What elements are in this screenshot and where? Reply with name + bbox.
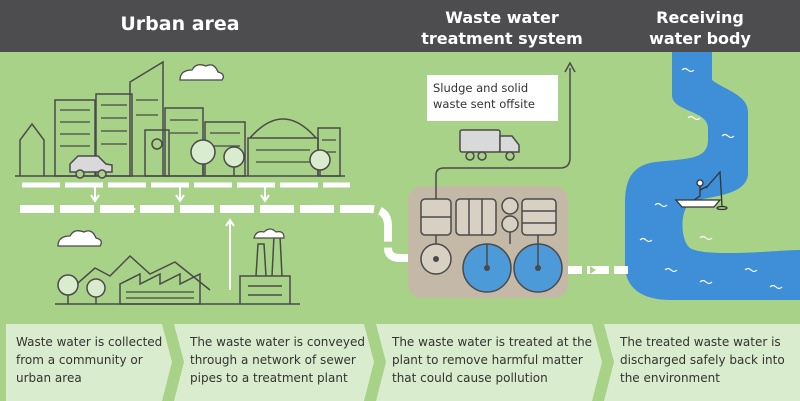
cloud-icon (179, 64, 224, 81)
step-discharge-line3: the environment (620, 371, 720, 385)
tree-icon (309, 149, 331, 171)
river-body (625, 52, 800, 300)
filter-tank (521, 198, 557, 236)
ripple (639, 237, 653, 243)
step-collect-line1: Waste water is collected (16, 335, 163, 349)
tree-icon (190, 139, 216, 165)
outfall-arrow (590, 266, 596, 274)
step-collect: Waste water is collected from a communit… (6, 324, 172, 401)
ripple (699, 279, 713, 285)
flow-arrows (40, 205, 406, 262)
digester-bottom (501, 215, 519, 233)
collector-drops (90, 185, 270, 290)
wwts-heading-line2: treatment system (421, 29, 583, 48)
ripple (681, 67, 695, 73)
truck-icon (459, 129, 520, 161)
rwb-heading-line2: water body (649, 29, 751, 48)
ripple (699, 235, 713, 241)
sewer-pipes (20, 182, 628, 290)
step-treat-line1: The waste water is treated at the (392, 335, 593, 349)
step-treat-line3: that could cause pollution (392, 371, 548, 385)
step-collect-line2: from a community or (16, 353, 143, 367)
sludge-label-line2: waste sent offsite (433, 97, 535, 111)
process-steps: Waste water is collected from a communit… (0, 324, 800, 401)
step-convey-line3: pipes to a treatment plant (190, 371, 348, 385)
digester-top (501, 197, 519, 215)
river (625, 52, 800, 300)
ripple (769, 284, 783, 290)
step-treat-text: The waste water is treated at the plant … (392, 333, 598, 387)
tree-icon (86, 278, 106, 298)
car-icon (69, 155, 113, 179)
city-trees (190, 139, 331, 176)
water-ripples (639, 67, 783, 290)
sludge-line (435, 68, 571, 199)
sludge-label: Sludge and solid waste sent offsite (427, 75, 558, 121)
cloud-icon (57, 230, 102, 247)
step-collect-text: Waste water is collected from a communit… (16, 333, 168, 387)
step-treat: The waste water is treated at the plant … (376, 324, 602, 401)
step-convey-text: The waste water is conveyed through a ne… (190, 333, 370, 387)
ripple (687, 115, 701, 121)
step-convey-line1: The waste water is conveyed (190, 335, 365, 349)
wwts-heading-line1: Waste water (445, 8, 559, 27)
waste-water-treatment-heading: Waste water treatment system (412, 7, 592, 49)
urban-area-heading-text: Urban area (120, 13, 240, 35)
ripple (654, 202, 668, 208)
header-bar (0, 0, 800, 52)
step-discharge-line1: The treated waste water is (620, 335, 781, 349)
tree-icon (57, 274, 79, 296)
settling-tank (455, 198, 497, 236)
treatment-plant (408, 61, 576, 298)
ripple (721, 133, 735, 139)
step-convey: The waste water is conveyed through a ne… (174, 324, 374, 401)
main-sewer-pipe (20, 205, 418, 262)
ripple (664, 267, 678, 273)
step-collect-line3: urban area (16, 371, 82, 385)
step-discharge-text: The treated waste water is discharged sa… (620, 333, 796, 387)
country-trees (57, 274, 106, 304)
fisherman-boat-icon (674, 170, 728, 211)
rwb-heading-line1: Receiving (656, 8, 744, 27)
ripple (744, 267, 758, 273)
city-buildings-icon (15, 60, 345, 177)
step-discharge: The treated waste water is discharged sa… (604, 324, 800, 401)
step-discharge-line2: discharged safely back into (620, 353, 785, 367)
sludge-label-line1: Sludge and solid (433, 81, 529, 95)
sludge-arrow (564, 61, 576, 73)
tree-icon (223, 146, 245, 168)
step-treat-line2: plant to remove harmful matter (392, 353, 583, 367)
step-convey-line2: through a network of sewer (190, 353, 356, 367)
receiving-water-body-heading: Receiving water body (625, 7, 775, 49)
smoke-icon (253, 228, 285, 239)
urban-area-heading: Urban area (105, 14, 255, 35)
